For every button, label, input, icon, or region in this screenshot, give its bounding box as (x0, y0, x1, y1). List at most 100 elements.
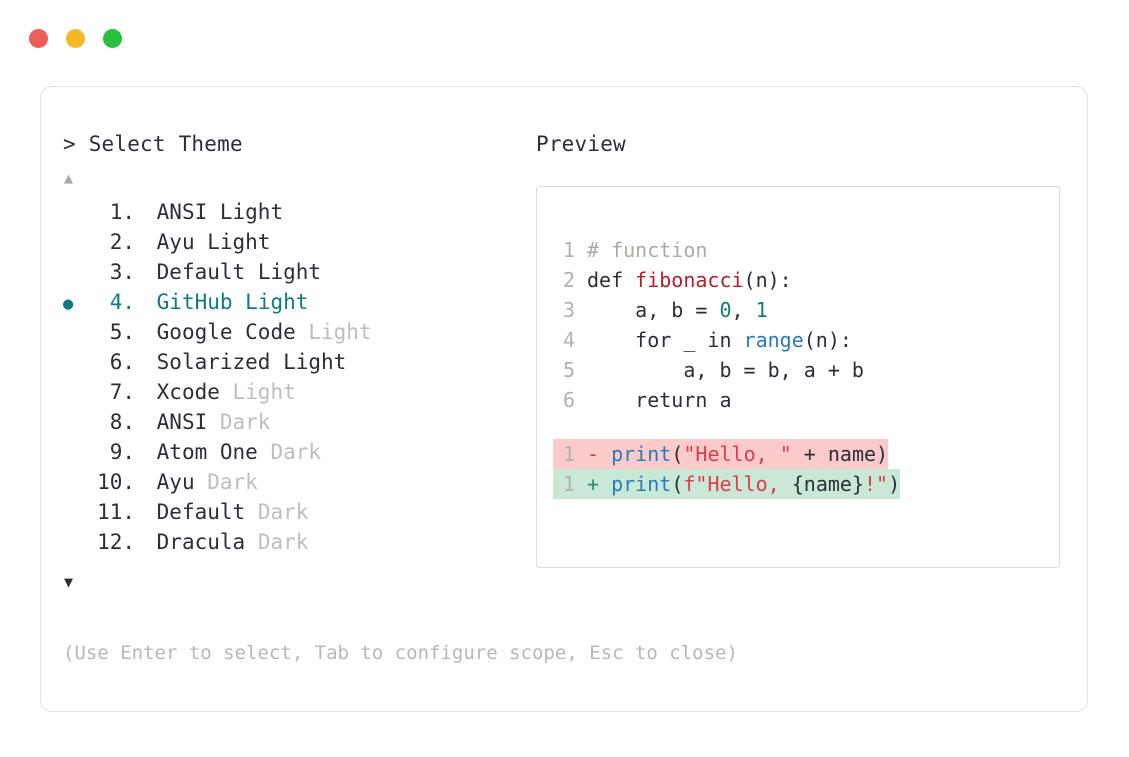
theme-list-item[interactable]: 9. Atom One Dark (63, 437, 523, 467)
theme-name: Dracula (156, 530, 258, 554)
code-line: 6 return a (553, 385, 1059, 415)
theme-list-item[interactable]: 8. ANSI Dark (63, 407, 523, 437)
bullet-placeholder (63, 409, 89, 439)
code-token-punct: ( (671, 472, 684, 496)
index-spacer (135, 197, 157, 227)
index-spacer (135, 497, 157, 527)
line-number: 1 (562, 238, 575, 262)
theme-picker-card: > Select Theme ▲ 1. ANSI Light 2. Ayu Li… (40, 86, 1088, 712)
prompt-heading: > Select Theme (63, 131, 523, 157)
code-token-punct: ) (888, 472, 901, 496)
bullet-placeholder (63, 259, 89, 289)
theme-name: Ayu (156, 470, 208, 494)
index-spacer (135, 347, 157, 377)
code-token-punct: (n): (743, 268, 792, 292)
theme-name: ANSI (156, 410, 220, 434)
theme-variant: Dark (219, 410, 271, 434)
theme-index: 1. (109, 200, 135, 224)
diff-line-content: print("Hello, " + name) (611, 439, 888, 469)
theme-index: 2. (109, 230, 135, 254)
code-token-num: 1 (755, 298, 768, 322)
code-token-num: 0 (719, 298, 732, 322)
bullet-placeholder (63, 229, 89, 259)
theme-list: 1. ANSI Light 2. Ayu Light 3. Default Li… (63, 197, 523, 557)
theme-list-item[interactable]: 5. Google Code Light (63, 317, 523, 347)
bullet-placeholder (63, 439, 89, 469)
code-line-content: return a (587, 385, 731, 415)
code-token-punct: (n): (803, 328, 852, 352)
bullet-placeholder (63, 199, 89, 229)
theme-list-item[interactable]: 2. Ayu Light (63, 227, 523, 257)
diff-line-add: 1+ print(f"Hello, {name}!") (553, 469, 1059, 499)
code-line-content: # function (587, 235, 707, 265)
maximize-window-button[interactable] (103, 29, 122, 48)
theme-variant: Light (308, 320, 372, 344)
theme-list-item[interactable]: 11. Default Dark (63, 497, 523, 527)
diff-line-highlight: 1+ print(f"Hello, {name}!") (553, 469, 901, 499)
diff-line-highlight: 1- print("Hello, " + name) (553, 439, 889, 469)
theme-name: Atom One (156, 440, 271, 464)
theme-list-item[interactable]: 1. ANSI Light (63, 197, 523, 227)
theme-list-item[interactable]: 3. Default Light (63, 257, 523, 287)
theme-selection-column: > Select Theme ▲ 1. ANSI Light 2. Ayu Li… (63, 131, 523, 595)
code-token-plain: a, b = (587, 298, 720, 322)
code-token-punct: ( (671, 442, 684, 466)
theme-name: Default (156, 500, 258, 524)
scroll-up-arrow-icon[interactable]: ▲ (64, 169, 74, 187)
theme-index: 12. (97, 530, 135, 554)
code-token-plain: + name) (791, 442, 889, 466)
index-spacer (135, 407, 157, 437)
code-token-plain: for _ in (587, 328, 744, 352)
scroll-down-arrow-icon[interactable]: ▼ (64, 573, 74, 591)
theme-list-item[interactable]: 10. Ayu Dark (63, 467, 523, 497)
diff-line-number: 1 (562, 472, 575, 496)
code-token-plain: a, b = b, a + b (587, 358, 864, 382)
theme-list-item[interactable]: 6. Solarized Light (63, 347, 523, 377)
theme-index: 8. (109, 410, 135, 434)
code-token-str: !" (863, 472, 889, 496)
code-token-builtin: print (611, 472, 672, 496)
line-number: 5 (562, 358, 575, 382)
code-line-content: def fibonacci(n): (587, 265, 792, 295)
code-token-builtin: range (743, 328, 804, 352)
bullet-placeholder (63, 499, 89, 529)
index-spacer (135, 227, 157, 257)
code-token-fn: fibonacci (635, 268, 744, 292)
bullet-placeholder (63, 529, 89, 559)
theme-variant: Dark (257, 500, 309, 524)
theme-index: 3. (109, 260, 135, 284)
code-token-plain: , (731, 298, 756, 322)
theme-variant: Light (283, 350, 347, 374)
prompt-marker: > (63, 132, 76, 156)
theme-name: Ayu (156, 230, 208, 254)
code-token-comment: # function (587, 238, 708, 262)
page-title: Select Theme (88, 132, 243, 156)
code-token-plain: {name} (791, 472, 864, 496)
index-spacer (135, 287, 157, 317)
code-token-plain: def (587, 268, 636, 292)
diff-line-content: print(f"Hello, {name}!") (611, 469, 900, 499)
diff-lines: 1- print("Hello, " + name)1+ print(f"Hel… (553, 439, 1059, 499)
theme-index: 7. (109, 380, 135, 404)
theme-index: 5. (109, 320, 135, 344)
line-number: 6 (562, 388, 575, 412)
theme-name: Xcode (156, 380, 233, 404)
diff-sign: - (587, 442, 612, 466)
bullet-placeholder (63, 379, 89, 409)
theme-name: Default (156, 260, 258, 284)
window-controls[interactable] (29, 29, 122, 48)
minimize-window-button[interactable] (66, 29, 85, 48)
theme-index: 10. (97, 470, 135, 494)
theme-list-item[interactable]: ●4. GitHub Light (63, 287, 523, 317)
theme-list-item[interactable]: 7. Xcode Light (63, 377, 523, 407)
theme-variant: Light (257, 260, 322, 284)
theme-variant: Dark (207, 470, 258, 494)
close-window-button[interactable] (29, 29, 48, 48)
index-spacer (135, 257, 157, 287)
keyboard-hint: (Use Enter to select, Tab to configure s… (63, 642, 738, 664)
theme-list-item[interactable]: 12. Dracula Dark (63, 527, 523, 557)
